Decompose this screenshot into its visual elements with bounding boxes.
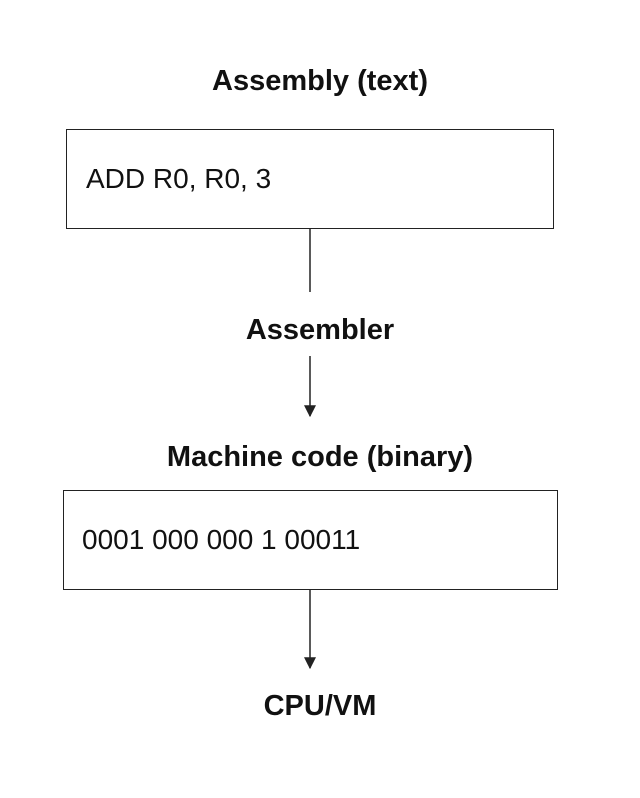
assembly-box: ADD R0, R0, 3 bbox=[66, 129, 554, 229]
assembly-code-text: ADD R0, R0, 3 bbox=[86, 163, 272, 194]
machine-code-text: 0001 000 000 1 00011 bbox=[82, 524, 361, 555]
cpu-vm-label: CPU/VM bbox=[263, 690, 377, 722]
assembler-label: Assembler bbox=[245, 314, 395, 346]
machine-code-heading: Machine code (binary) bbox=[166, 441, 474, 473]
assembly-heading: Assembly (text) bbox=[212, 65, 428, 97]
machine-code-box: 0001 000 000 1 00011 bbox=[63, 490, 558, 590]
